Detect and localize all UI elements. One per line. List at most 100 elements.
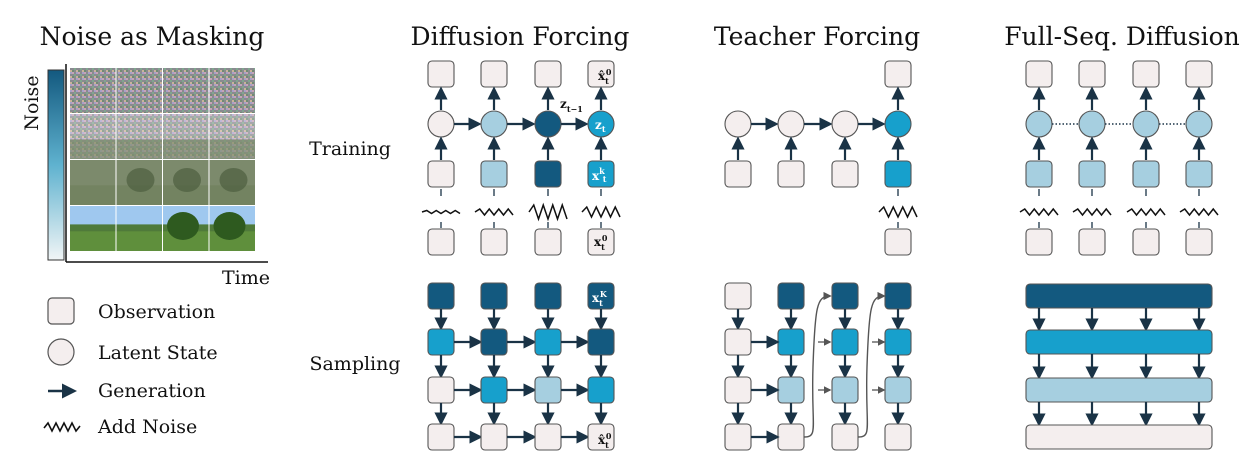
tf-train-latent-node [831,110,859,138]
df-sample-box [534,423,562,451]
label-x-K: xtK [592,289,608,308]
noisy-frame-cell [163,68,209,113]
fs-train-output-box [1185,60,1213,88]
frame-ground [70,185,116,205]
noisy-frame-cell [209,68,255,113]
fs-train-output-box [1132,60,1160,88]
df-sample-box [587,328,615,356]
tf-sample-box [777,282,805,310]
fs-train-noise-zigzag [1179,207,1219,217]
fs-train-output-box [1078,60,1106,88]
tf-sample-box [724,423,752,451]
fs-train-latent-node [1185,110,1213,138]
fs-train-latent-node [1132,110,1160,138]
fs-train-noisy-box [1132,160,1160,188]
tf-train-latent-node [777,110,805,138]
fs-train-noisy-box [1025,160,1053,188]
df-train-clean-box [427,228,455,256]
fs-train-clean-box [1025,228,1053,256]
legend-observation-swatch [47,297,75,325]
df-train-noise-zigzag [581,205,621,219]
frame-sky [70,206,116,225]
df-train-noisy-box [587,160,615,188]
tf-train-clean-box [884,228,912,256]
legend-latent-swatch [47,338,75,366]
tf-sample-feedback-curve [857,291,886,438]
tf-sample-box [777,328,805,356]
fs-train-noisy-box [1185,160,1213,188]
tf-train-obs-box [724,160,752,188]
df-sample-box [480,282,508,310]
df-sample-box [480,328,508,356]
legend-latent-label: Latent State [98,342,218,364]
df-sample-box [427,328,455,356]
noise-colorbar [47,69,65,261]
fs-train-clean-box [1132,228,1160,256]
fs-train-noisy-box [1078,160,1106,188]
df-sample-box [427,376,455,404]
df-sample-box [534,376,562,404]
frame-tree [213,212,246,240]
tf-train-obs-box [777,160,805,188]
tf-sample-box [831,282,859,310]
tf-sample-box [884,282,912,310]
frame-ground [116,231,162,251]
frame-tree-faint [173,168,201,192]
tf-train-latent-node [884,110,912,138]
tf-train-noise-zigzag [878,205,918,219]
axis-label-time: Time [222,267,270,289]
axis-label-noise: Noise [21,75,43,130]
tf-train-obs-box [831,160,859,188]
legend-add-noise-zigzag [43,421,81,433]
tf-sample-box [831,328,859,356]
frame-tree-faint [219,168,248,192]
fs-sample-bar [1025,377,1213,403]
df-sample-box [427,423,455,451]
title-full-seq-diffusion: Full-Seq. Diffusion [1004,22,1240,51]
tf-sample-box [724,328,752,356]
tf-sample-box [777,376,805,404]
frame-tree-faint [126,168,155,192]
tf-sample-box [831,423,859,451]
df-sample-box [480,376,508,404]
label-x0-bottom: xt0 [594,233,608,252]
noisy-frame-cell [70,68,116,113]
frame-ground [209,139,255,159]
tf-sample-box [884,328,912,356]
df-train-clean-box [480,228,508,256]
fs-train-noise-zigzag [1072,207,1112,217]
df-train-noise-zigzag [421,209,461,215]
df-sample-box [587,423,615,451]
fs-train-clean-box [1185,228,1213,256]
fs-train-latent-node [1078,110,1106,138]
df-sample-box [480,423,508,451]
df-train-latent-node [427,110,455,138]
frame-ground [70,139,116,159]
tf-sample-feedback-curve [803,291,832,438]
fs-train-latent-node [1025,110,1053,138]
frame-ground [116,185,162,205]
tf-sample-box [831,376,859,404]
df-train-output-box [427,60,455,88]
fs-train-noise-zigzag [1019,207,1059,217]
fs-sample-bar [1025,424,1213,450]
fs-sample-bar [1025,283,1213,309]
df-train-noisy-box [427,160,455,188]
frame-ground [163,185,209,205]
df-train-noisy-box [534,160,562,188]
legend-add-noise-label: Add Noise [97,416,197,438]
fs-sample-bar [1025,329,1213,355]
df-train-noisy-box [480,160,508,188]
df-sample-box [587,376,615,404]
frame-ground [70,231,116,251]
tf-sample-box [884,423,912,451]
df-sample-box [534,328,562,356]
df-train-output-box [480,60,508,88]
noise-as-masking-panel: Noise Time [21,64,270,289]
tf-sample-box [884,376,912,404]
label-z-t: zt [595,118,606,134]
df-train-clean-box [587,228,615,256]
df-train-noise-zigzag [528,202,568,222]
